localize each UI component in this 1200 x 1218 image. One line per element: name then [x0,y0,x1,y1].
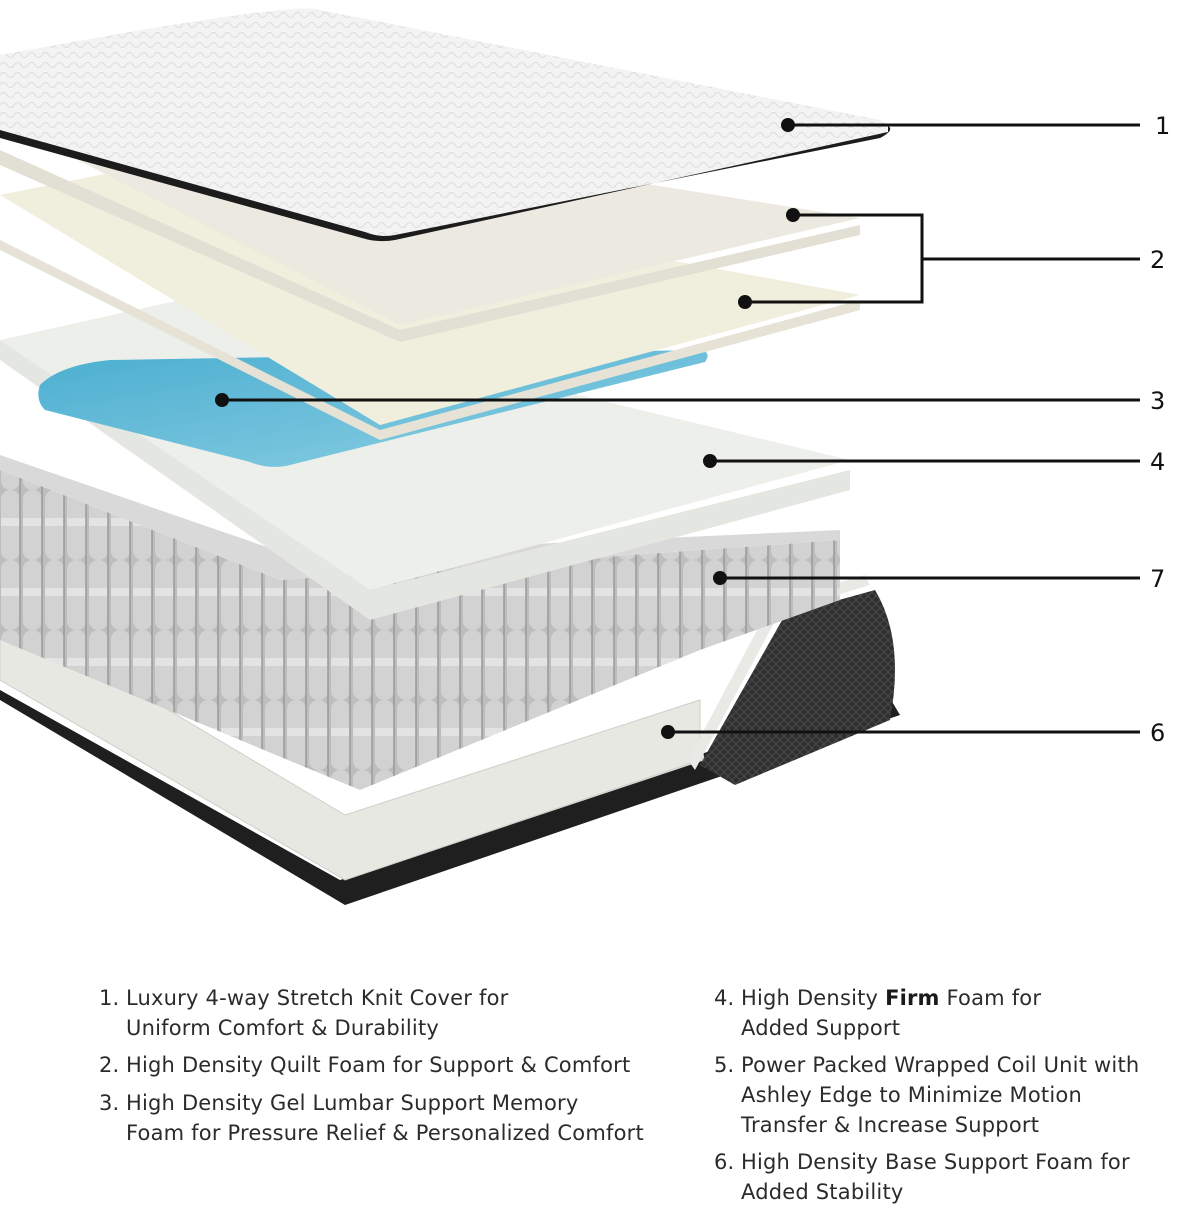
legend-text: Foam for [939,986,1042,1010]
legend-text: High Density [741,986,886,1010]
legend-number: 1. [99,986,120,1010]
legend-line: High Density Quilt Foam for Support & Co… [126,1053,631,1077]
legend-item-5: 5. Power Packed Wrapped Coil Unit with A… [714,1050,1139,1140]
legend-number: 2. [99,1053,120,1077]
legend-number: 4. [714,986,735,1010]
legend-item-1: 1. Luxury 4-way Stretch Knit Cover for U… [99,983,509,1043]
legend-line: Added Support [741,1016,901,1040]
base-border [0,660,900,905]
leader-dots [215,118,800,739]
legend-line: Luxury 4-way Stretch Knit Cover for [126,986,509,1010]
legend-line: Power Packed Wrapped Coil Unit with [741,1053,1140,1077]
knit-cover-layer [0,8,891,242]
callout-number-7: 7 [1150,565,1165,593]
callout-number-4: 4 [1150,448,1165,476]
legend-number: 6. [714,1150,735,1174]
legend-number: 3. [99,1091,120,1115]
callout-number-6: 6 [1150,719,1165,747]
legend-text-bold: Firm [885,986,940,1010]
legend-number: 5. [714,1053,735,1077]
mattress-layer-diagram: 1 2 3 4 7 6 [0,8,1170,905]
legend-item-2: 2. High Density Quilt Foam for Support &… [99,1050,630,1080]
legend-line: Transfer & Increase Support [741,1113,1040,1137]
legend-line: Ashley Edge to Minimize Motion [741,1083,1082,1107]
legend-item-6: 6. High Density Base Support Foam for Ad… [714,1147,1130,1207]
legend-line: Foam for Pressure Relief & Personalized … [126,1121,644,1145]
callout-number-2: 2 [1150,246,1165,274]
callout-number-3: 3 [1150,387,1165,415]
legend-item-3: 3. High Density Gel Lumbar Support Memor… [99,1088,644,1148]
legend-line: Uniform Comfort & Durability [126,1016,440,1040]
side-border-fabric [700,590,895,785]
legend-item-4: 4. High Density Firm Foam for Added Supp… [714,983,1041,1043]
legend-line: Added Stability [741,1180,904,1204]
legend-line: High Density Gel Lumbar Support Memory [126,1091,579,1115]
leader-lines [222,123,1140,734]
callout-number-1: 1 [1155,112,1170,140]
legend-line: High Density Base Support Foam for [741,1150,1130,1174]
